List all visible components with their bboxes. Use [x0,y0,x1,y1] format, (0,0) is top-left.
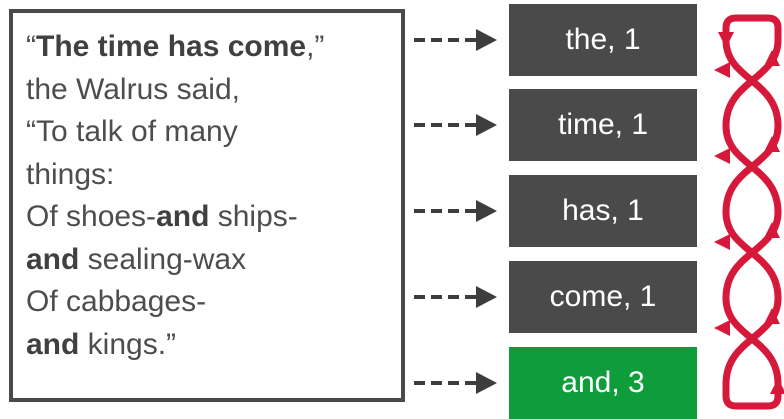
text-line: and kings.” [26,324,324,367]
loop-arrowhead [714,320,730,336]
key-value-box: time, 1 [509,89,697,161]
key-value-label: time, 1 [557,108,649,141]
text-line: “To talk of many [26,111,324,154]
key-value-label: has, 1 [562,194,644,227]
text-line: the Walrus said, [26,69,324,112]
text-segment: “To talk of many [26,115,238,148]
loop-segment [722,382,782,410]
text-line: Of cabbages- [26,281,324,324]
loop-arrowhead [714,234,730,250]
text-line: Of shoes-and ships- [26,196,324,239]
loop-segment [722,36,782,130]
source-text: “The time has come,”the Walrus said,“To … [26,26,324,366]
key-value-label: and, 3 [561,366,645,399]
loop-arrowhead [764,136,780,152]
text-segment: “ [26,30,36,63]
bold-text-segment: and [156,200,210,233]
loop-segment [722,14,782,44]
dashed-arrow [414,29,497,51]
key-value-box: the, 1 [509,4,697,76]
bold-text-segment: and [26,327,80,361]
key-value-label: come, 1 [549,280,657,313]
text-segment: ,” [306,30,325,63]
key-value-box: has, 1 [509,175,697,247]
text-segment: sealing-wax [79,242,247,276]
key-value-box: come, 1 [509,261,697,333]
text-segment: things: [26,157,115,191]
loop-arrowhead [764,308,780,324]
text-line: and sealing-wax [26,239,324,282]
loop-arrowhead [714,148,730,164]
key-value-box: and, 3 [509,347,697,419]
text-segment: kings.” [79,327,177,361]
dashed-arrow [414,286,497,308]
loop-arrowhead [714,62,730,78]
bold-text-segment: The time has come [36,30,307,63]
text-segment: ships- [209,200,298,233]
dashed-arrow [414,114,497,136]
text-segment: Of cabbages- [26,285,207,318]
dashed-arrow [414,372,497,394]
source-text-box [9,9,405,402]
loop-segment [722,122,782,216]
text-segment: the Walrus said, [26,72,240,106]
text-segment: Of shoes- [26,200,157,233]
text-line: “The time has come,” [26,26,324,69]
loop-arrowhead [764,50,780,66]
loop-segment [722,294,782,388]
loop-arrowhead [770,378,784,394]
dashed-arrow [414,200,497,222]
loop-segment [722,208,782,302]
bold-text-segment: and [26,242,80,276]
key-value-label: the, 1 [565,23,641,56]
text-line: things: [26,154,324,197]
loop-arrowhead [764,222,780,238]
